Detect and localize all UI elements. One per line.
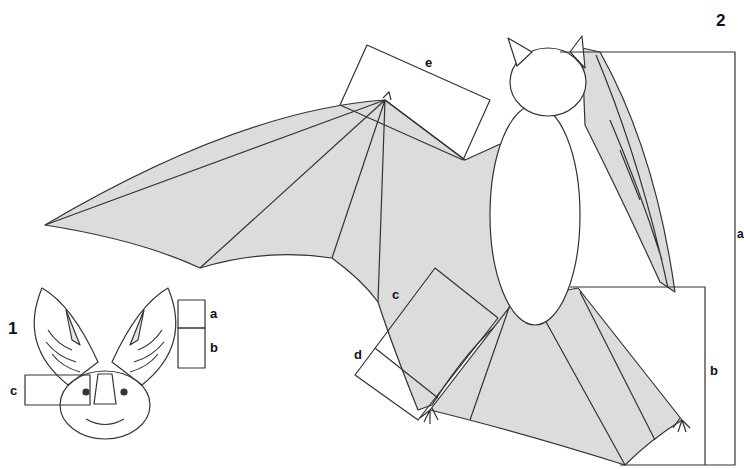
measure-letter: b bbox=[710, 364, 718, 377]
tail-membrane bbox=[430, 288, 682, 465]
measure-letter: c bbox=[392, 288, 399, 301]
panel-number: 1 bbox=[8, 320, 17, 337]
foot bbox=[673, 418, 690, 432]
left-ear bbox=[34, 288, 98, 385]
measure-box bbox=[355, 268, 498, 420]
wing-membrane bbox=[45, 100, 520, 410]
measure-letter: b bbox=[210, 341, 218, 354]
mouth bbox=[86, 419, 124, 425]
measure-bracket bbox=[570, 287, 705, 465]
measure-box bbox=[178, 328, 205, 368]
measure-box bbox=[178, 300, 205, 328]
panel-number: 2 bbox=[716, 12, 725, 29]
measure-letter: a bbox=[737, 228, 744, 240]
measure-letter: c bbox=[10, 384, 17, 397]
measure-bracket bbox=[560, 52, 735, 465]
right-ear bbox=[112, 288, 176, 385]
measure-box bbox=[25, 375, 90, 405]
wing-digits bbox=[45, 100, 465, 302]
measure-letter: e bbox=[425, 56, 432, 69]
folded-digits bbox=[596, 55, 668, 288]
measure-letter: d bbox=[354, 348, 362, 361]
thumb bbox=[383, 92, 391, 100]
folded-wing bbox=[582, 48, 675, 292]
nose-leaf bbox=[94, 374, 116, 404]
measure-letter: a bbox=[210, 307, 217, 320]
eye bbox=[121, 389, 127, 395]
eye bbox=[83, 389, 89, 395]
foot bbox=[420, 408, 438, 424]
body bbox=[490, 105, 580, 325]
measure-box bbox=[340, 45, 490, 160]
tragus bbox=[66, 310, 144, 345]
